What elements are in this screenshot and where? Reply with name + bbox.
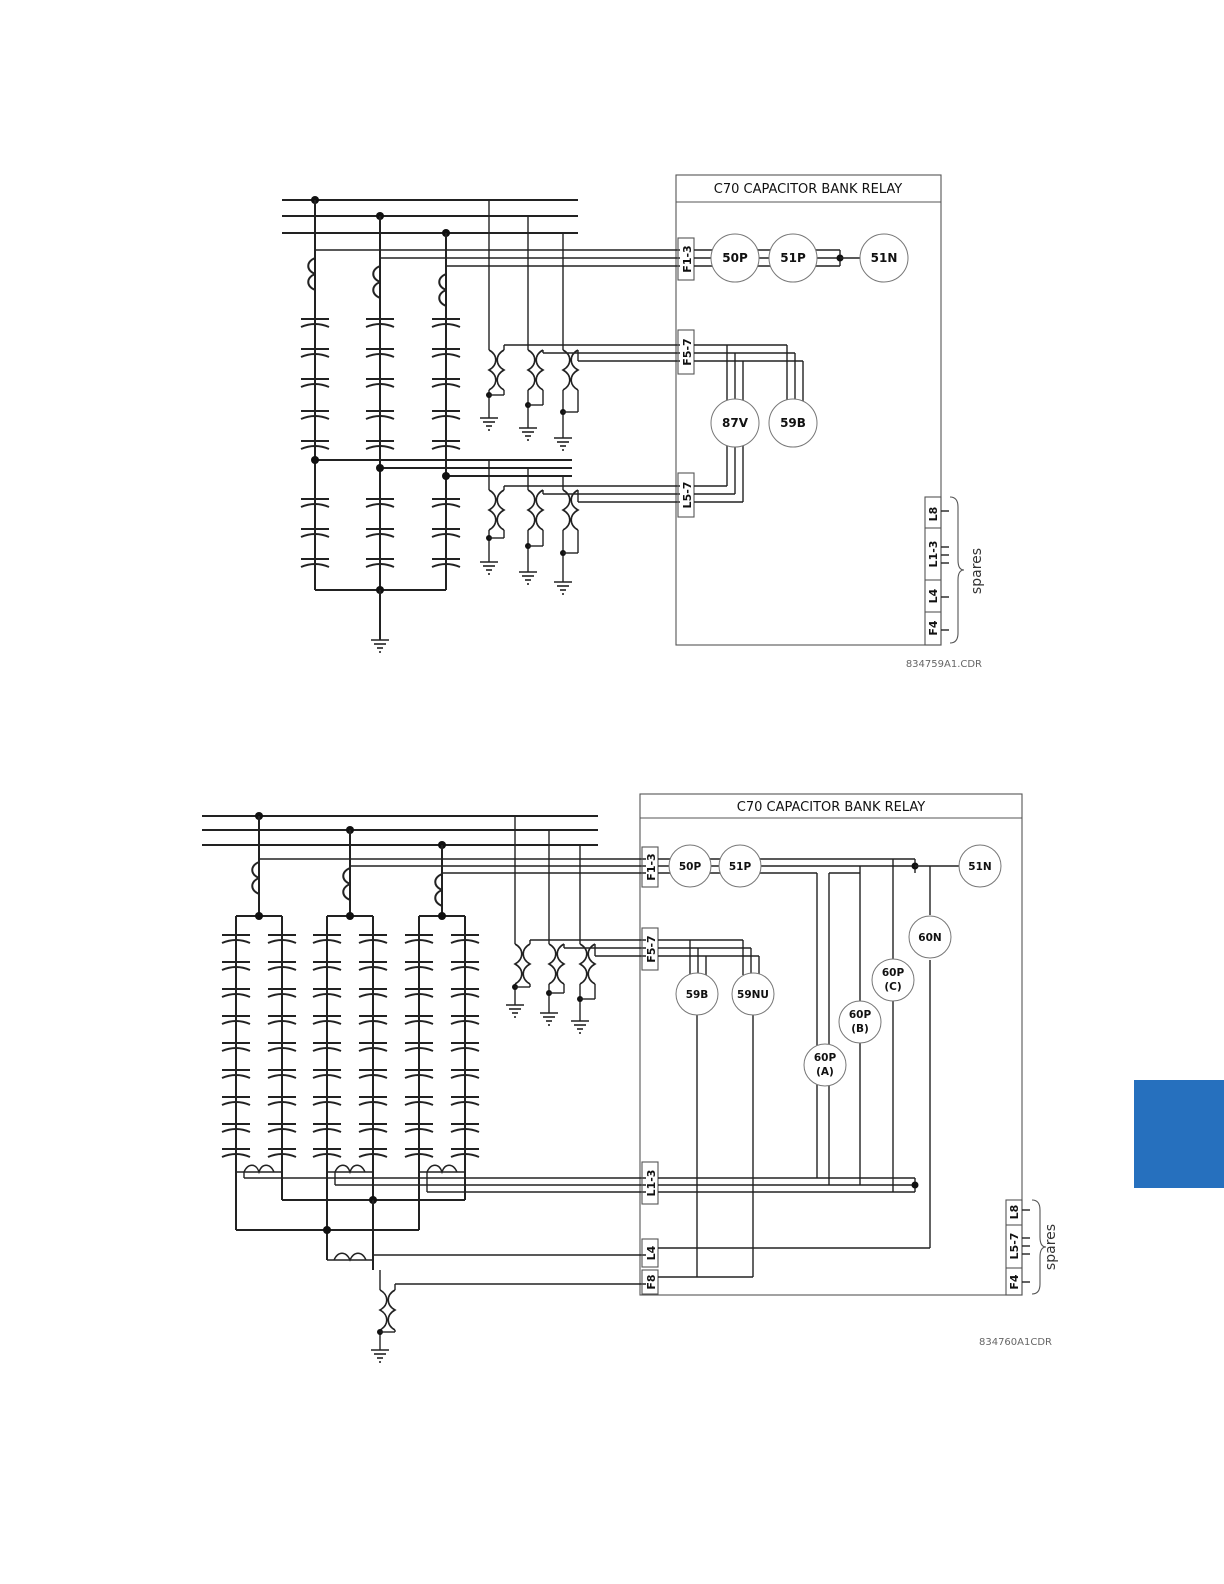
device-60p-a-line2: (A) [816,1066,834,1078]
diagram-1: C70 CAPACITOR BANK RELAY [282,175,985,670]
device-60p-b-line1: 60P [849,1009,872,1021]
terminal-f5-7-d1: F5-7 [681,338,694,365]
terminal-l1-3-d2: L1-3 [645,1170,658,1197]
terminal-f1-3-d2: F1-3 [645,853,658,880]
spare-l8-d2: L8 [1008,1205,1021,1220]
terminal-l4-d2: L4 [645,1245,658,1260]
terminal-f8-d2: F8 [645,1274,658,1289]
relay-title-2: C70 CAPACITOR BANK RELAY [737,800,926,815]
device-87v-d1: 87V [722,416,749,430]
device-50p-d1: 50P [722,251,748,265]
device-50p-d2: 50P [679,861,702,873]
figure-id-d1: 834759A1.CDR [906,659,982,670]
spare-f4-d1: F4 [927,620,940,636]
spare-f4-d2: F4 [1008,1274,1021,1290]
relay-title-1: C70 CAPACITOR BANK RELAY [714,182,903,197]
device-51n-d2: 51N [968,861,991,873]
device-60p-c-line2: (C) [884,981,901,993]
terminal-f5-7-d2: F5-7 [645,935,658,962]
device-59b-d2: 59B [686,989,709,1001]
spares-label-d1: spares [969,548,985,594]
figure-id-d2: 834760A1CDR [979,1337,1052,1348]
device-60p-b-line2: (B) [851,1023,869,1035]
device-59nu-d2: 59NU [737,989,769,1001]
terminal-f1-3-d1: F1-3 [681,245,694,272]
spares-label-d2: spares [1043,1224,1059,1270]
device-51p-d2: 51P [729,861,752,873]
device-60n-d2: 60N [918,932,941,944]
spare-l8-d1: L8 [927,507,940,522]
diagram-2: C70 CAPACITOR BANK RELAY [202,794,1059,1362]
spare-l5-7-d2: L5-7 [1008,1233,1021,1260]
device-51n-d1: 51N [871,251,898,265]
device-60p-a-line1: 60P [814,1052,837,1064]
spare-l1-3-d1: L1-3 [927,541,940,568]
terminal-l5-7-d1: L5-7 [681,482,694,509]
device-60p-c-line1: 60P [882,967,905,979]
spare-l4-d1: L4 [927,588,940,603]
device-59b-d1: 59B [780,416,806,430]
device-51p-d1: 51P [780,251,806,265]
